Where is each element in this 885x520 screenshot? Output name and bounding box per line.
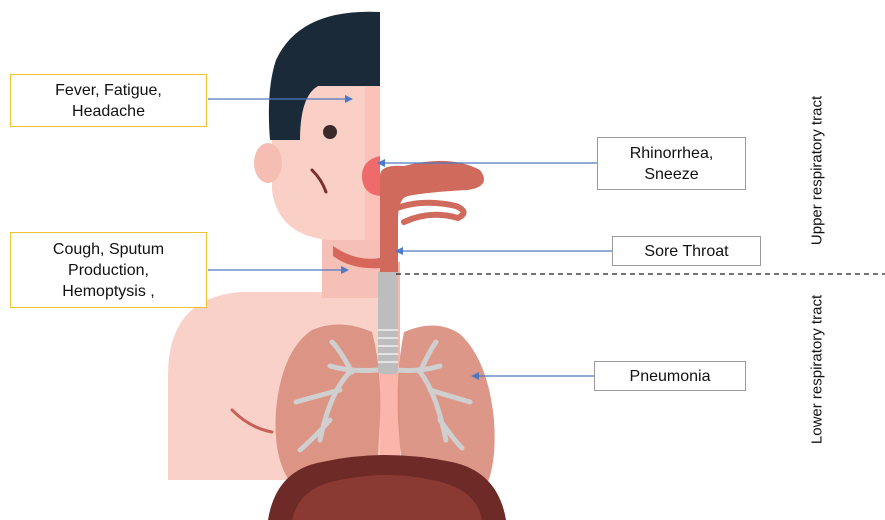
cough-label: Cough, Sputum Production, Hemoptysis , — [10, 232, 207, 308]
trachea — [378, 270, 398, 374]
nasal-passage — [392, 203, 464, 222]
upper-tract-label: Upper respiratory tract — [809, 91, 826, 251]
eye — [323, 125, 337, 139]
fever-label: Fever, Fatigue, Headache — [10, 74, 207, 127]
sore-throat-label: Sore Throat — [612, 236, 761, 266]
rhinorrhea-label: Rhinorrhea, Sneeze — [597, 137, 746, 190]
pneumonia-label: Pneumonia — [594, 361, 746, 391]
lower-tract-label: Lower respiratory tract — [809, 290, 826, 450]
ear — [254, 143, 282, 183]
